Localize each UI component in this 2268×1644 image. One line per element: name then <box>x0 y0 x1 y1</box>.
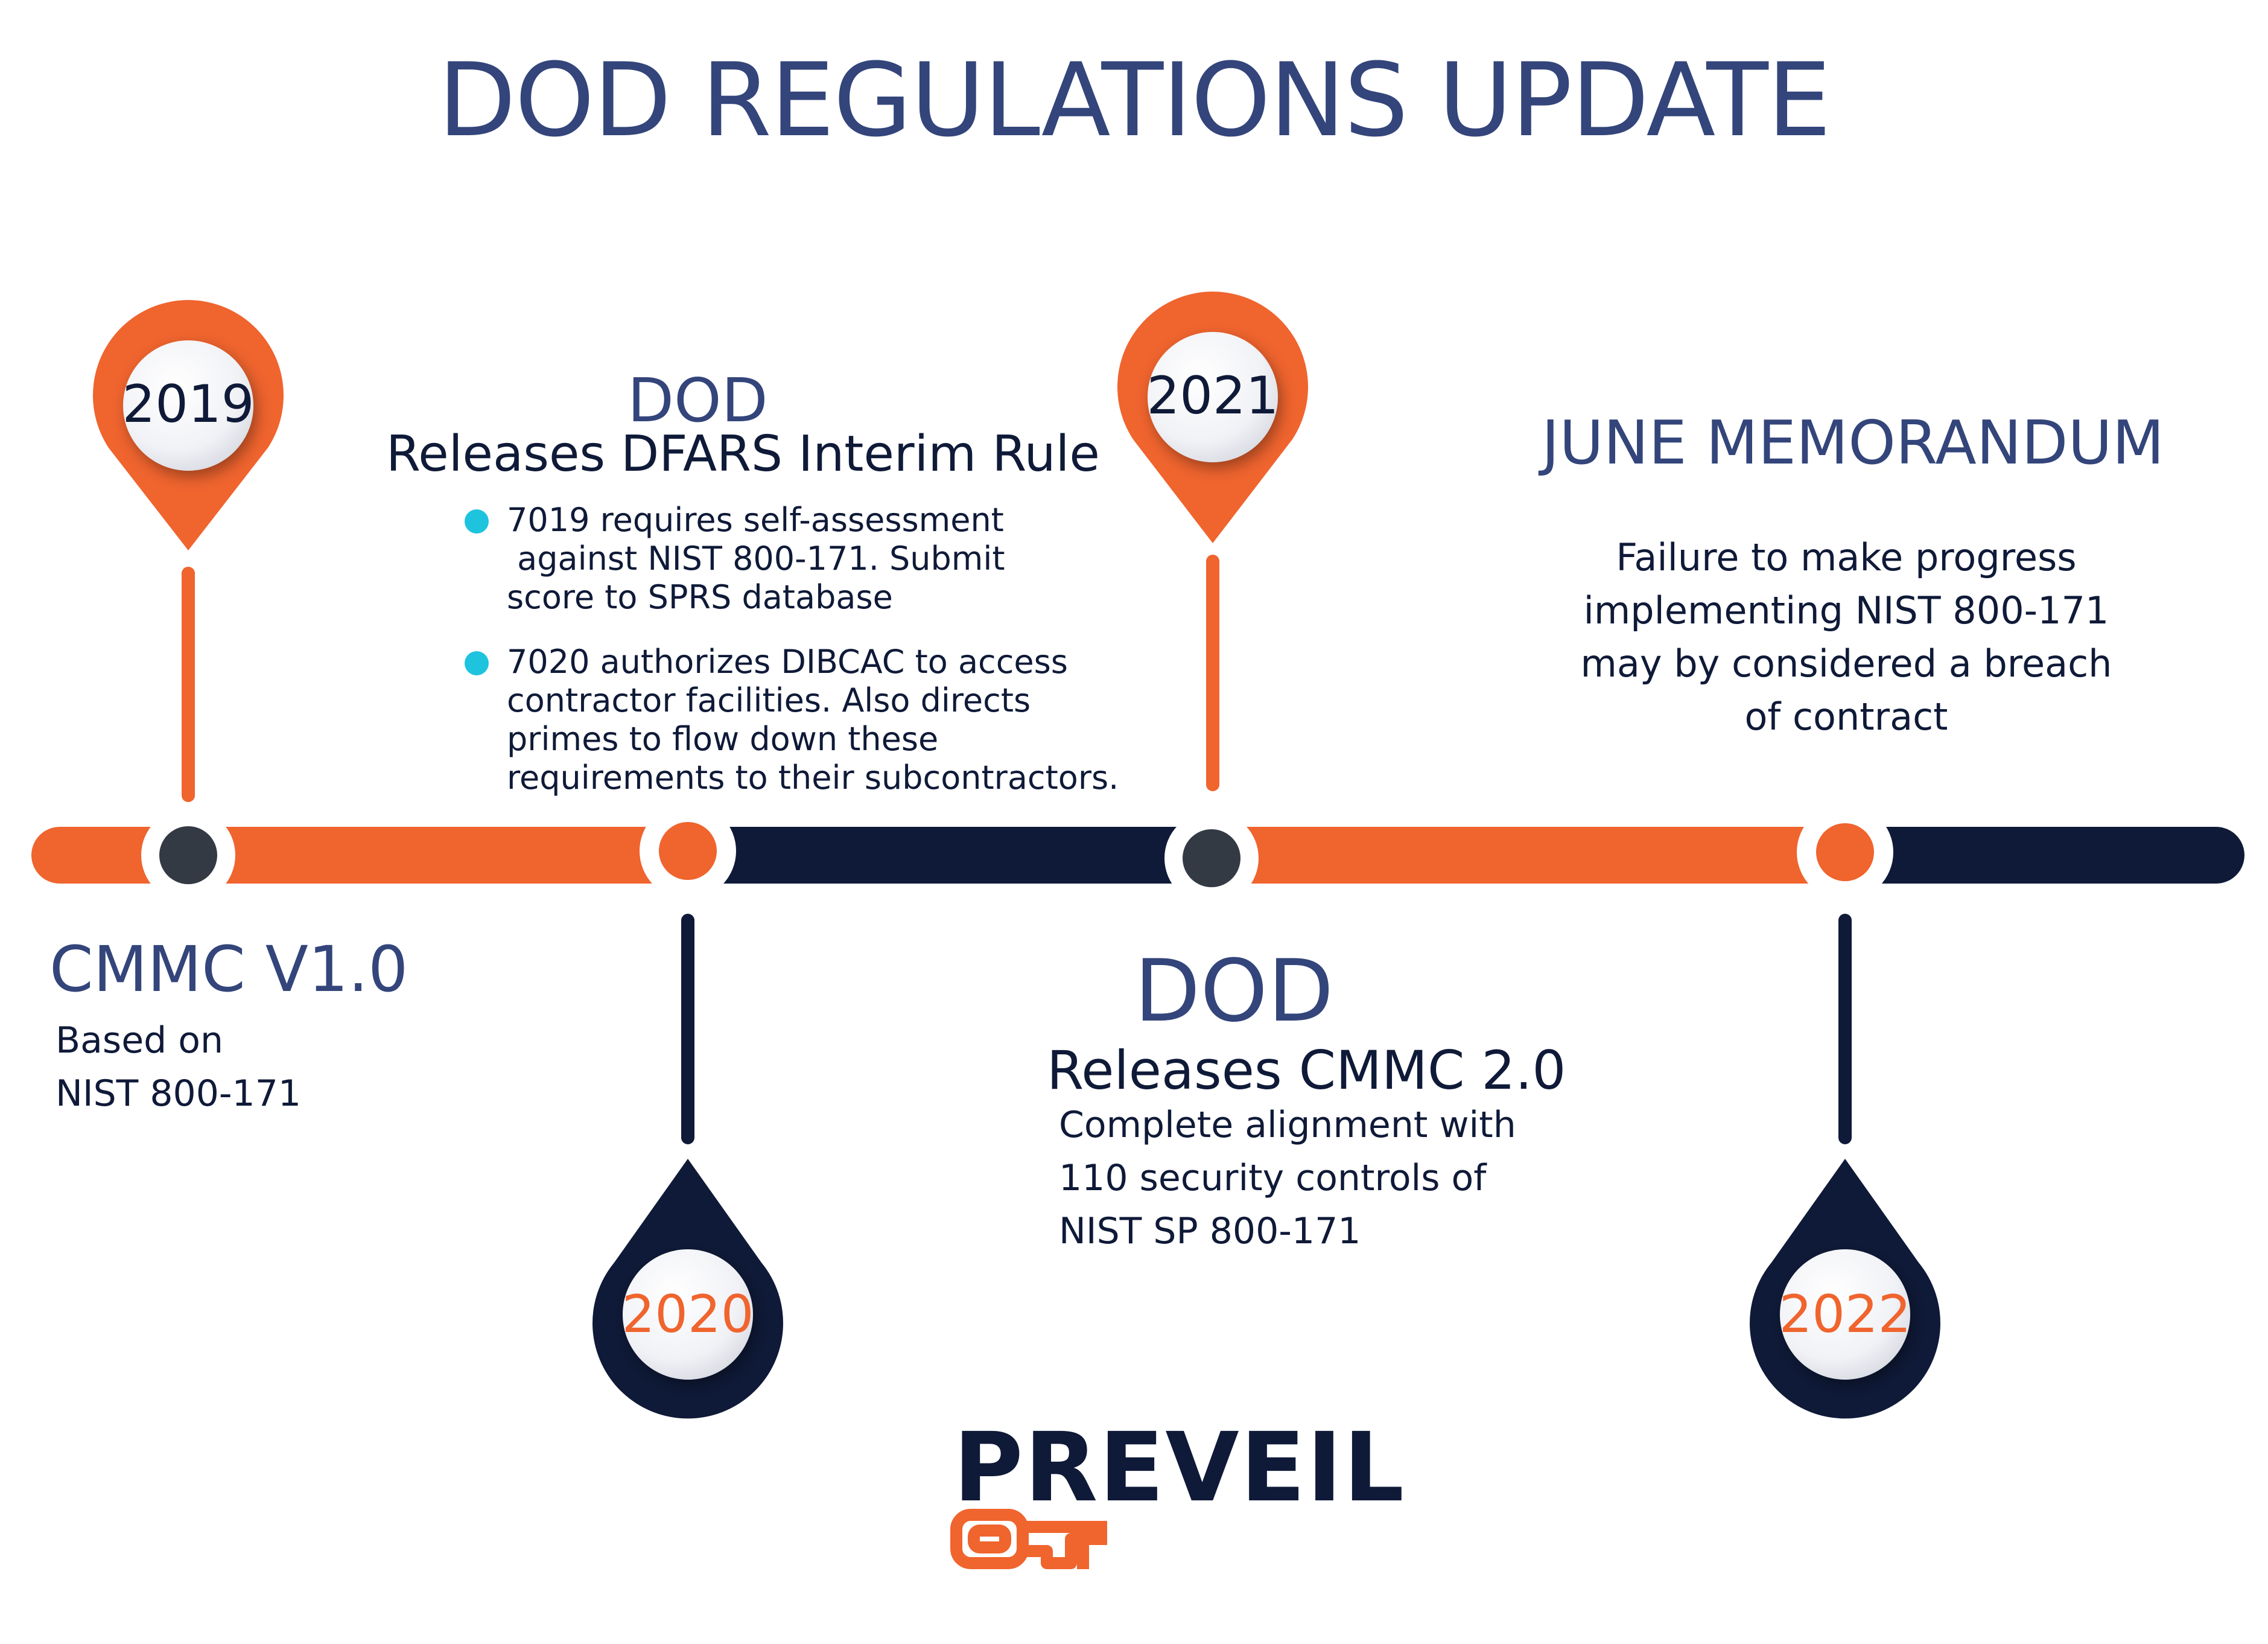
bullet-line: contractor facilities. Also directs <box>507 681 1031 719</box>
timeline-node-2022 <box>1797 804 1893 900</box>
bullet-dot-icon <box>465 509 489 534</box>
milestone-2022-body: Failure to make progress implementing NI… <box>1545 531 2148 744</box>
milestone-2021-heading: DOD <box>1134 941 1334 1041</box>
bullet-line: requirements to their subcontractors. <box>507 759 1119 797</box>
milestone-2021-subheading: Releases CMMC 2.0 <box>1047 1039 1566 1101</box>
body-line: NIST SP 800-171 <box>1059 1210 1361 1252</box>
orange-pin-icon <box>92 300 284 550</box>
milestone-2020-heading: DOD <box>627 365 768 436</box>
timeline-segment-navy-1 <box>688 827 1219 884</box>
year-label-2020: 2020 <box>621 1284 754 1345</box>
milestone-2020-subheading: Releases DFARS Interim Rule <box>386 425 1100 483</box>
body-line: may by considered a breach <box>1580 642 2112 686</box>
year-label-2019: 2019 <box>122 374 255 435</box>
navy-drop-pin-icon <box>1750 1159 1940 1419</box>
body-line: implementing NIST 800-171 <box>1583 588 2109 632</box>
timeline-node-2020 <box>640 803 736 899</box>
key-logo-icon <box>950 1509 1107 1569</box>
timeline-node-2021 <box>1164 811 1259 905</box>
body-line: Failure to make progress <box>1616 535 2077 579</box>
bullet-line: score to SPRS database <box>507 578 893 616</box>
year-label-2021: 2021 <box>1146 366 1279 426</box>
body-line: Complete alignment with <box>1059 1104 1516 1146</box>
bullet-item: 7020 authorizes DIBCAC to access contrac… <box>465 643 1119 797</box>
body-line: of contract <box>1744 695 1948 739</box>
milestone-2021-body: Complete alignment with 110 security con… <box>1059 1098 1516 1258</box>
bullet-line: 7020 authorizes DIBCAC to access <box>507 643 1068 681</box>
timeline-node-2019 <box>141 808 235 902</box>
timeline-bar <box>31 827 2244 884</box>
navy-drop-pin-icon <box>592 1159 784 1419</box>
bullet-line: primes to flow down these <box>507 720 939 758</box>
milestone-2019-heading: CMMC V1.0 <box>49 932 408 1006</box>
body-line: NIST 800-171 <box>56 1072 302 1115</box>
bullet-dot-icon <box>465 651 489 675</box>
timeline-segment-navy-2 <box>1846 827 2244 884</box>
year-label-2022: 2022 <box>1779 1284 1911 1345</box>
brand-logo-wordmark: PREVEIL <box>953 1412 1406 1523</box>
bullet-line: against NIST 800-171. Submit <box>507 540 1005 578</box>
bullet-line: 7019 requires self-assessment <box>507 501 1004 539</box>
orange-pin-icon <box>1117 292 1308 543</box>
body-line: 110 security controls of <box>1059 1157 1487 1199</box>
body-line: Based on <box>56 1019 223 1062</box>
milestone-2019-body: Based on NIST 800-171 <box>56 1014 301 1120</box>
milestone-2022-heading: JUNE MEMORANDUM <box>1542 407 2165 478</box>
timeline-segment-orange-2 <box>1213 827 1852 884</box>
timeline-segment-orange-1 <box>31 827 695 884</box>
page-title: DOD REGULATIONS UPDATE <box>437 41 1831 159</box>
bullet-item: 7019 requires self-assessment against NI… <box>465 501 1005 617</box>
